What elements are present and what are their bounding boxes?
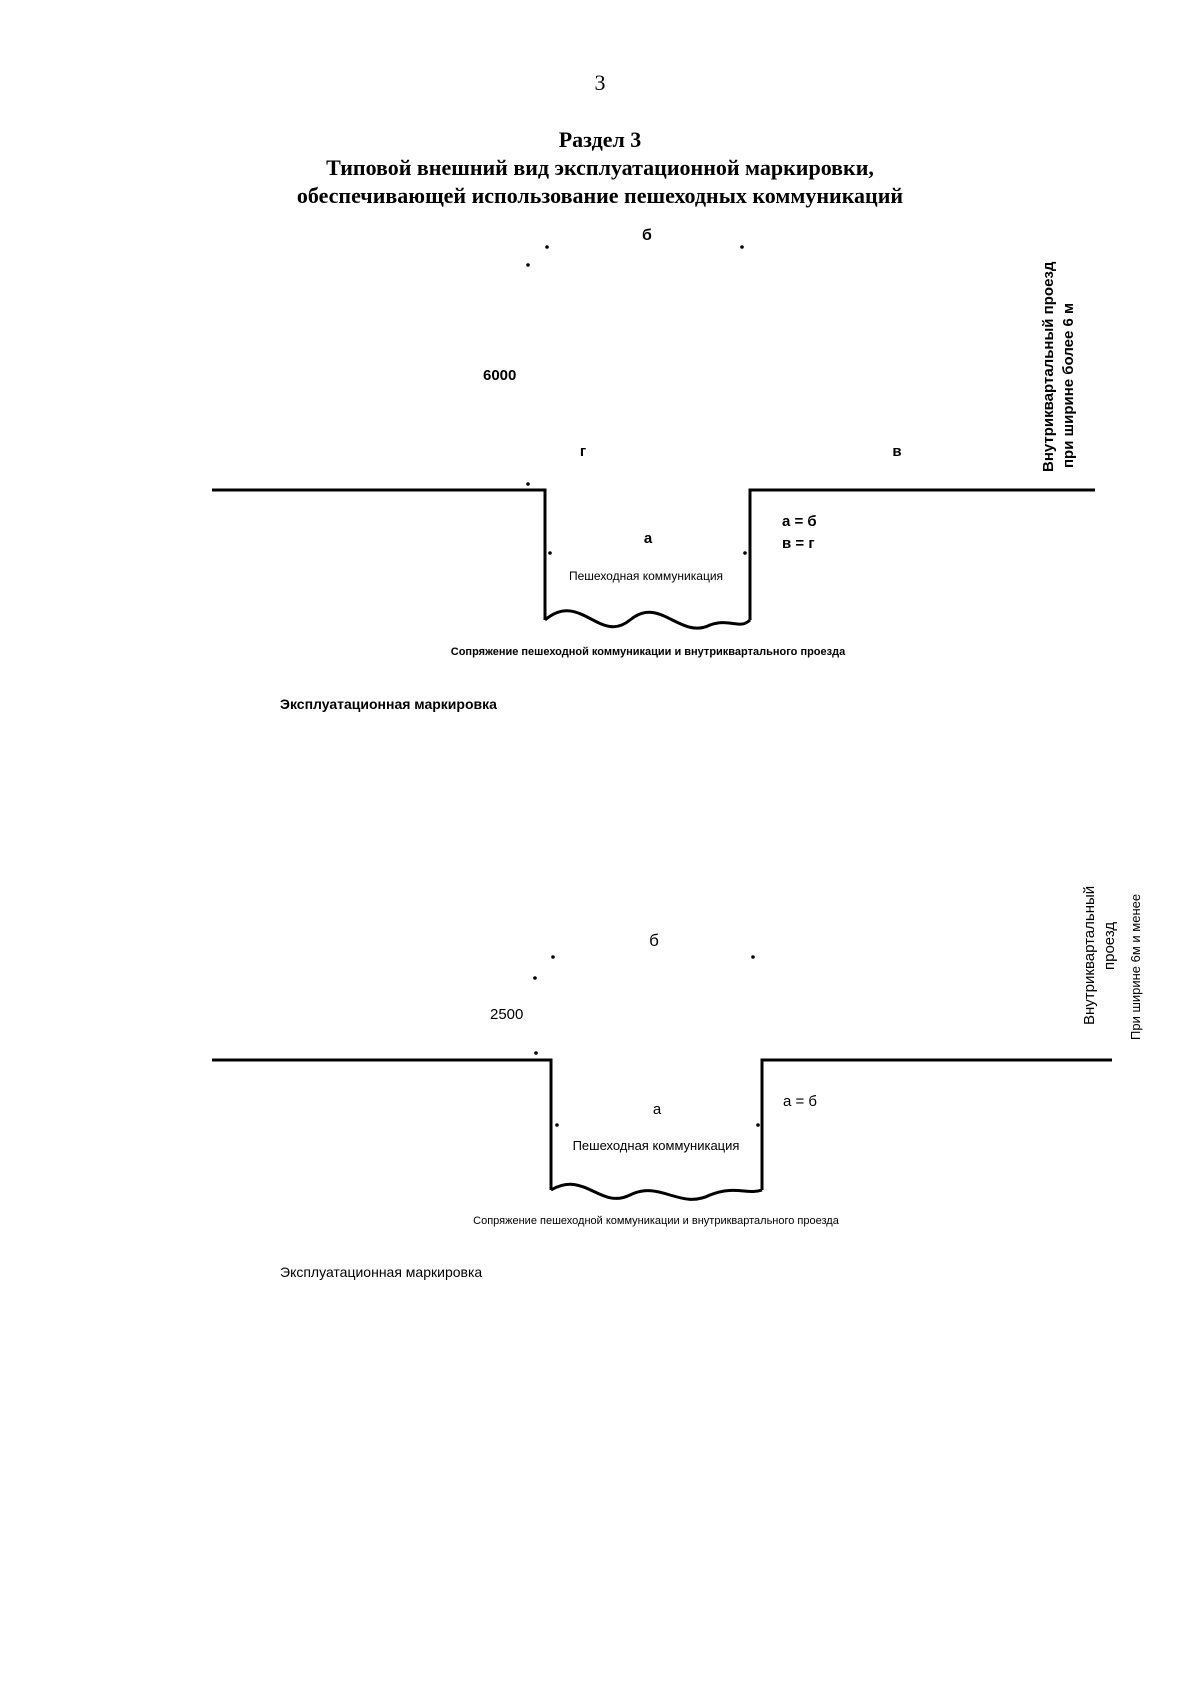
diagram2-dot	[555, 1123, 559, 1127]
diagram-1: б 6000 г в а а = б в = г Пешеходная комм…	[212, 227, 1095, 712]
diagram1-dot	[545, 245, 549, 249]
section-label: Раздел 3	[558, 127, 642, 152]
diagram1-label-v: в	[892, 443, 901, 460]
diagram1-road-label-line2: при ширине более 6 м	[1060, 303, 1077, 468]
diagram1-road-label-line1: Внутриквартальный проезд	[1040, 261, 1057, 472]
diagram2-dot	[751, 955, 755, 959]
diagram2-road-edge	[212, 1058, 1112, 1190]
diagram2-road-label-line1: Внутриквартальный	[1081, 886, 1098, 1025]
diagram2-dot	[756, 1123, 760, 1127]
diagram2-eq1: а = б	[783, 1093, 817, 1110]
page-number: 3	[594, 70, 606, 95]
diagram1-label-b: б	[642, 227, 652, 244]
diagram2-dot	[533, 976, 537, 980]
diagram1-caption: Сопряжение пешеходной коммуникации и вну…	[451, 646, 846, 658]
diagram1-label-g: г	[580, 443, 586, 460]
diagram2-dot	[551, 955, 555, 959]
diagram2-caption: Сопряжение пешеходной коммуникации и вну…	[473, 1215, 840, 1227]
section-title-line2: обеспечивающей использование пешеходных …	[296, 183, 904, 208]
section-header: Раздел 3 Типовой внешний вид эксплуатаци…	[0, 126, 1200, 210]
diagram2-inner-label: Пешеходная коммуникация	[573, 1138, 740, 1153]
diagram2-road-label-line3: При ширине 6м и менее	[1128, 894, 1143, 1040]
diagram1-label-a: а	[644, 530, 653, 547]
diagram1-eq2: в = г	[782, 535, 815, 552]
diagram1-inner-label: Пешеходная коммуникация	[569, 569, 723, 583]
diagram2-wavy-break	[550, 1182, 763, 1201]
diagram1-dot	[743, 551, 747, 555]
section-title-line1: Типовой внешний вид эксплуатационной мар…	[326, 155, 874, 180]
diagram1-dimension: 6000	[483, 367, 516, 384]
diagram1-dot	[526, 263, 530, 267]
diagram2-road-label-line2: проезд	[1101, 922, 1118, 970]
diagram2-label-a: а	[653, 1101, 662, 1118]
diagram1-wavy-break	[544, 609, 752, 630]
diagram1-marking-label: Эксплуатационная маркировка	[280, 696, 497, 712]
diagram-2: б 2500 а а = б Пешеходная коммуникация В…	[212, 886, 1143, 1280]
diagram1-dot	[548, 551, 552, 555]
diagram2-label-b: б	[649, 931, 659, 950]
diagram1-road-edge	[212, 488, 1095, 620]
diagram1-dot	[740, 245, 744, 249]
diagram2-dimension: 2500	[490, 1006, 523, 1023]
diagram2-dot	[534, 1051, 538, 1055]
diagram1-eq1: а = б	[782, 513, 817, 530]
diagram1-dot	[526, 482, 530, 486]
diagram2-marking-label: Эксплуатационная маркировка	[280, 1264, 482, 1280]
